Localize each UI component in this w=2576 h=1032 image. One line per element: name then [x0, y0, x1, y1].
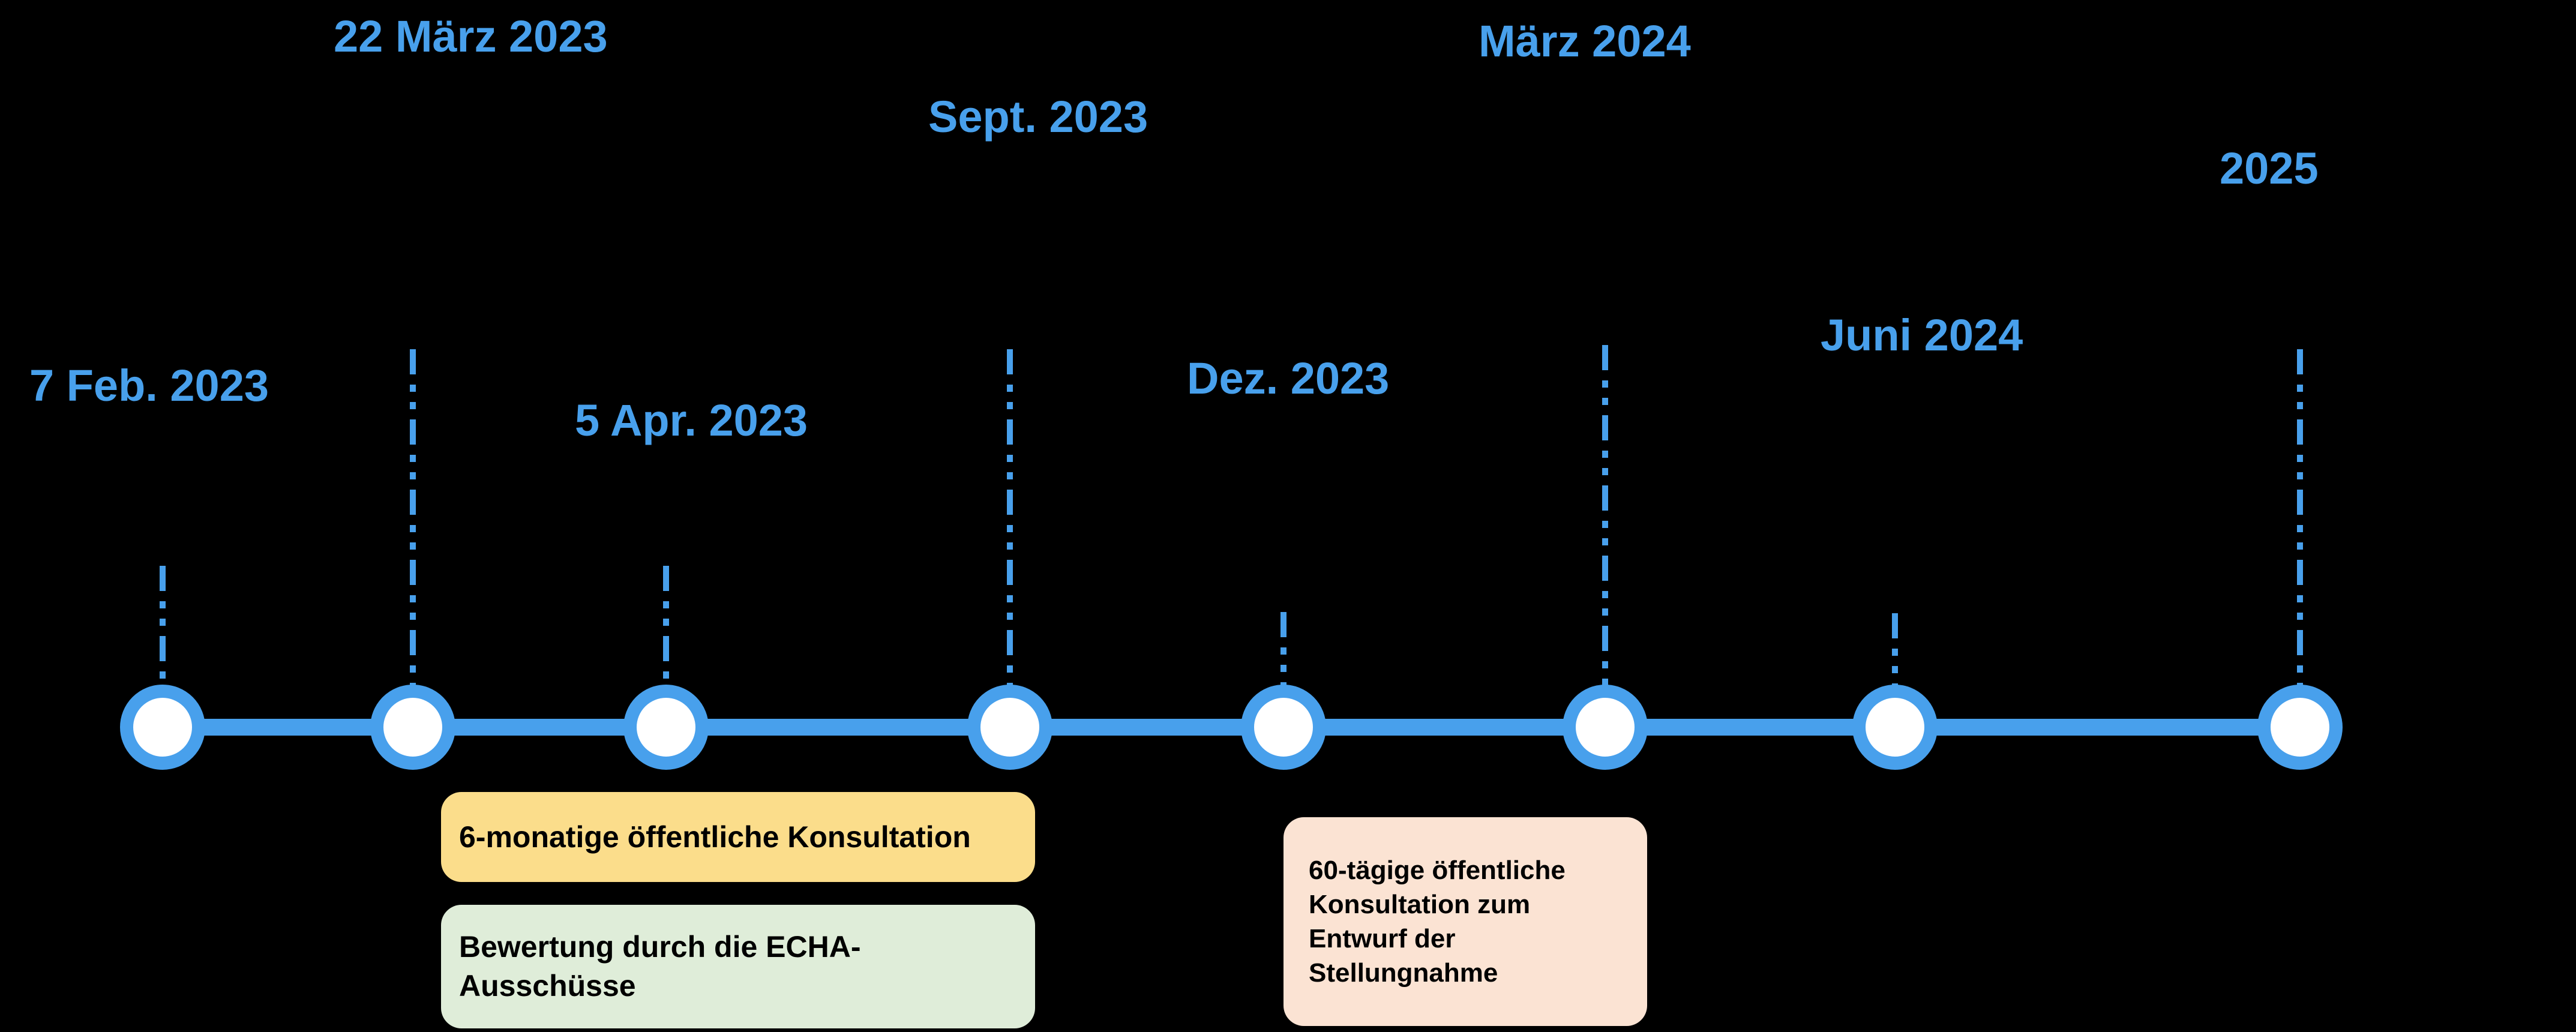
milestone-circle: [2257, 685, 2343, 770]
callout-text: 60-tägige öffentliche Konsultation zum E…: [1309, 855, 1566, 988]
callout-text: 6-monatige öffentliche Konsultation: [459, 820, 971, 854]
timeline-bar: [163, 719, 2300, 736]
milestone-circle: [120, 685, 205, 770]
date-label: 5 Apr. 2023: [575, 395, 808, 445]
callout-draft-opinion-consultation: 60-tägige öffentliche Konsultation zum E…: [1283, 817, 1647, 1026]
callout-echa-assessment: Bewertung durch die ECHA- Ausschüsse: [441, 905, 1035, 1028]
date-label: Dez. 2023: [1187, 353, 1390, 403]
milestone-circle: [370, 685, 455, 770]
date-label: März 2024: [1479, 16, 1691, 66]
milestone-circle: [1852, 685, 1938, 770]
date-label: 22 März 2023: [334, 11, 608, 61]
date-label: Sept. 2023: [928, 92, 1148, 142]
milestone-circle: [1563, 685, 1648, 770]
date-label: 2025: [2220, 143, 2319, 193]
milestone-circle: [623, 685, 709, 770]
date-label: 7 Feb. 2023: [29, 361, 269, 410]
callout-public-consultation: 6-monatige öffentliche Konsultation: [441, 792, 1035, 882]
milestone-circle: [1241, 685, 1326, 770]
callout-text: Bewertung durch die ECHA- Ausschüsse: [459, 930, 861, 1003]
milestone-circle: [967, 685, 1052, 770]
date-label: Juni 2024: [1821, 310, 2023, 360]
